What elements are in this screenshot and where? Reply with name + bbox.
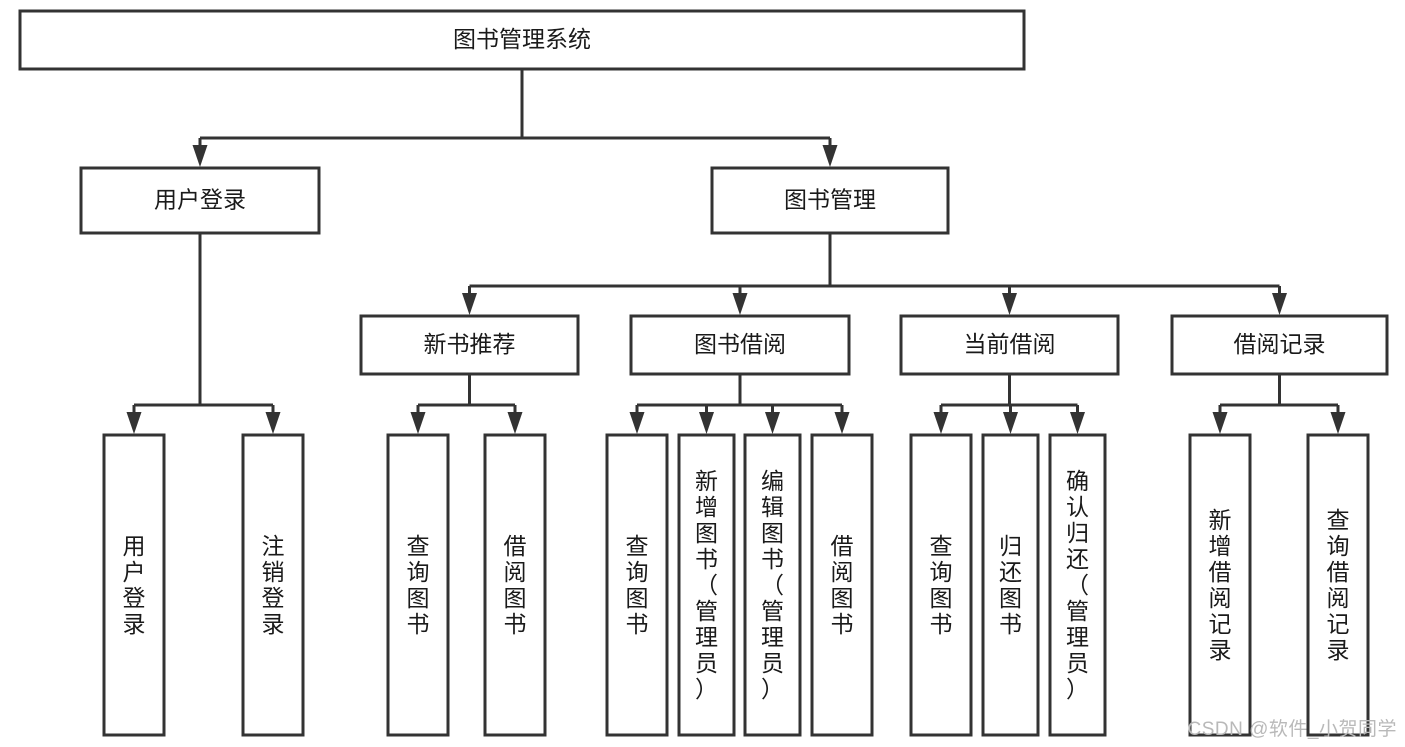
node-box-leaf-add-record [1188,433,1252,737]
node-label-leaf-query-book-3: 查询图书 [930,533,953,637]
arrowhead-book-borrow [732,293,748,315]
node-leaf-borrow-book-1[interactable]: 借阅图书 [483,433,547,737]
arrowhead-leaf-add-record [1212,412,1228,434]
node-box-leaf-user-login [102,433,166,737]
node-label-leaf-query-book-1: 查询图书 [407,533,430,637]
node-label-new-book-recommend: 新书推荐 [424,331,516,357]
arrowhead-new-book-recommend [462,293,477,315]
node-user-login[interactable]: 用户登录 [79,166,321,235]
node-box-user-login [79,166,321,235]
node-label-leaf-edit-book: 编辑图书（管理员） [761,468,784,702]
node-leaf-query-book-1[interactable]: 查询图书 [386,433,450,737]
node-borrow-record[interactable]: 借阅记录 [1170,314,1389,376]
node-box-root [18,9,1026,71]
arrowhead-leaf-confirm-return [1070,412,1085,434]
node-leaf-user-logout[interactable]: 注销登录 [241,433,305,737]
node-box-leaf-borrow-book-2 [810,433,874,737]
node-leaf-add-record[interactable]: 新增借阅记录 [1188,433,1252,737]
node-label-leaf-confirm-return: 确认归还（管理员） [1066,468,1089,702]
arrowhead-leaf-user-login [126,412,142,434]
node-current-borrow[interactable]: 当前借阅 [899,314,1120,376]
node-leaf-query-book-2[interactable]: 查询图书 [605,433,669,737]
node-box-leaf-query-book-3 [909,433,973,737]
node-leaf-return-book[interactable]: 归还图书 [981,433,1040,737]
node-label-book-borrow: 图书借阅 [694,331,786,357]
node-label-root: 图书管理系统 [453,26,591,52]
node-box-leaf-add-book [677,433,736,737]
node-leaf-query-book-3[interactable]: 查询图书 [909,433,973,737]
node-box-book-borrow [629,314,851,376]
node-new-book-recommend[interactable]: 新书推荐 [359,314,580,376]
node-leaf-confirm-return[interactable]: 确认归还（管理员） [1048,433,1107,737]
node-label-user-login: 用户登录 [154,187,246,213]
arrowhead-leaf-query-book-1 [410,412,426,434]
arrowhead-user-login [192,145,208,167]
arrowhead-leaf-query-book-3 [933,412,949,434]
node-box-leaf-query-book-2 [605,433,669,737]
arrowhead-leaf-user-logout [265,412,281,434]
arrowhead-leaf-add-book [699,412,714,434]
node-root[interactable]: 图书管理系统 [18,9,1026,71]
node-box-leaf-user-logout [241,433,305,737]
node-label-book-manage: 图书管理 [784,187,876,213]
node-book-borrow[interactable]: 图书借阅 [629,314,851,376]
node-label-leaf-borrow-book-1: 借阅图书 [504,533,527,637]
node-leaf-query-record[interactable]: 查询借阅记录 [1306,433,1370,737]
node-label-leaf-query-record: 查询借阅记录 [1327,507,1350,663]
node-box-leaf-borrow-book-1 [483,433,547,737]
arrowhead-leaf-borrow-book-2 [834,412,850,434]
node-label-leaf-add-book: 新增图书（管理员） [695,468,718,702]
node-leaf-edit-book[interactable]: 编辑图书（管理员） [743,433,802,737]
node-book-manage[interactable]: 图书管理 [710,166,950,235]
node-box-new-book-recommend [359,314,580,376]
node-label-borrow-record: 借阅记录 [1234,331,1326,357]
node-label-leaf-user-login: 用户登录 [123,533,146,637]
node-leaf-user-login[interactable]: 用户登录 [102,433,166,737]
arrowhead-borrow-record [1272,293,1287,315]
arrowhead-leaf-query-record [1330,412,1346,434]
node-leaf-borrow-book-2[interactable]: 借阅图书 [810,433,874,737]
watermark-label: CSDN @软件_小贺同学 [1187,719,1397,740]
node-box-leaf-edit-book [743,433,802,737]
arrowhead-leaf-return-book [1003,412,1018,434]
node-label-current-borrow: 当前借阅 [964,331,1056,357]
node-label-leaf-return-book: 归还图书 [999,533,1022,637]
node-box-leaf-return-book [981,433,1040,737]
arrowhead-leaf-query-book-2 [629,412,645,434]
connector-layer [126,69,1346,434]
arrowhead-leaf-borrow-book-1 [507,412,523,434]
node-box-leaf-query-record [1306,433,1370,737]
node-label-leaf-user-logout: 注销登录 [262,533,285,637]
node-box-book-manage [710,166,950,235]
node-box-current-borrow [899,314,1120,376]
node-box-borrow-record [1170,314,1389,376]
arrowhead-book-manage [822,145,838,167]
node-layer: 图书管理系统用户登录图书管理新书推荐图书借阅当前借阅借阅记录用户登录注销登录查询… [18,9,1389,737]
node-leaf-add-book[interactable]: 新增图书（管理员） [677,433,736,737]
arrowhead-current-borrow [1002,293,1017,315]
arrowhead-leaf-edit-book [765,412,780,434]
node-label-leaf-query-book-2: 查询图书 [626,533,649,637]
node-label-leaf-borrow-book-2: 借阅图书 [831,533,854,637]
node-box-leaf-query-book-1 [386,433,450,737]
node-label-leaf-add-record: 新增借阅记录 [1209,507,1232,663]
node-box-leaf-confirm-return [1048,433,1107,737]
